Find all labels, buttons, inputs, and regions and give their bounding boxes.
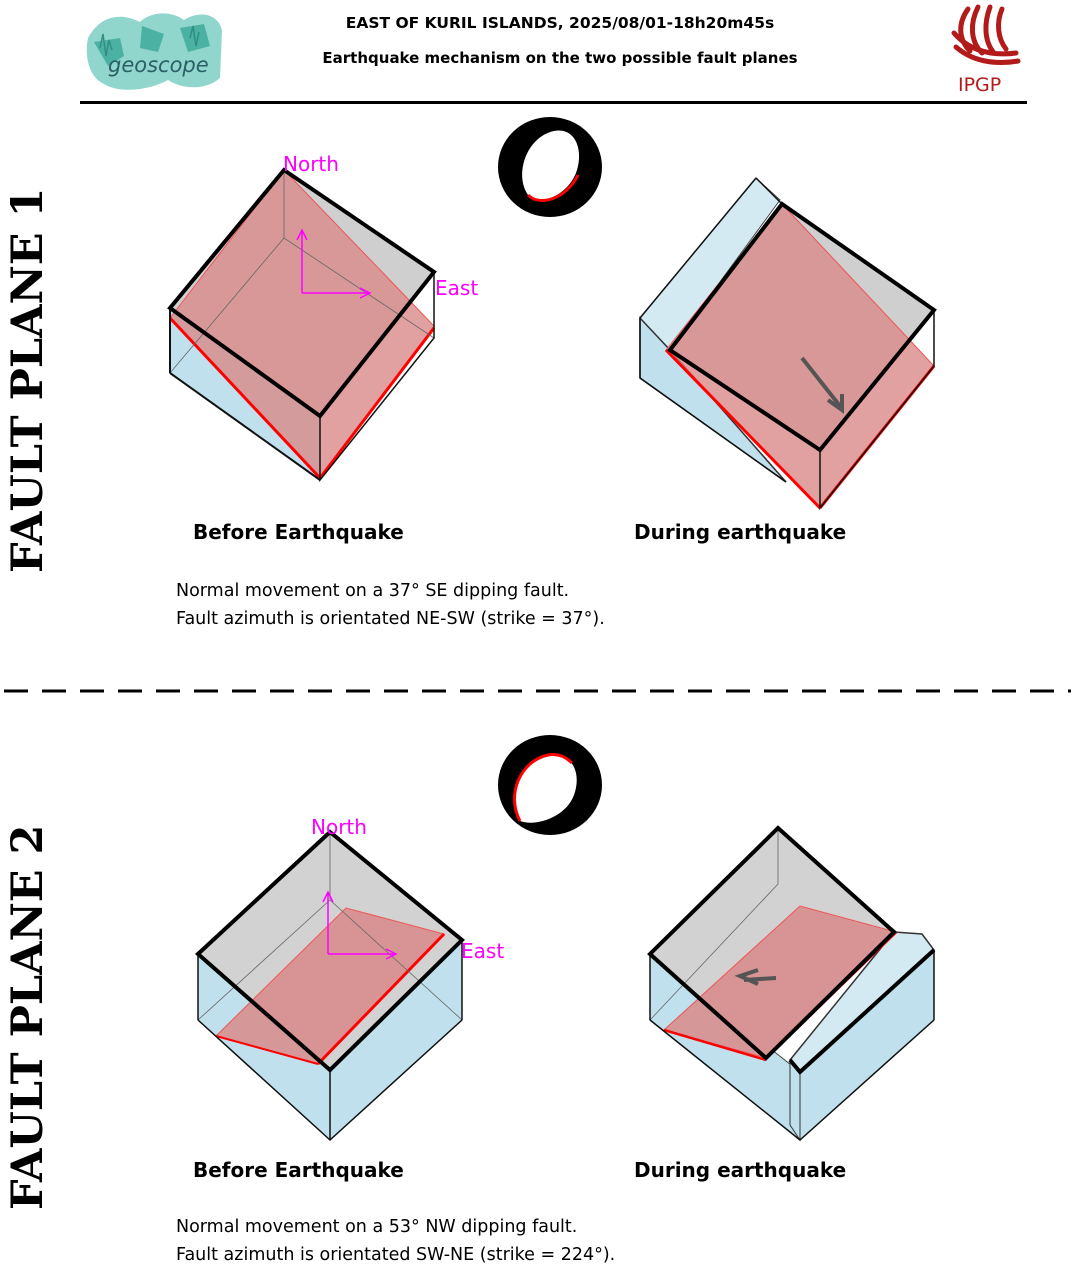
fault-plane-1-label: FAULT PLANE 1 bbox=[3, 187, 53, 573]
during-block-diagram-2 bbox=[647, 825, 936, 1142]
before-block-diagram-2 bbox=[195, 829, 465, 1142]
ipgp-logo-text: IPGP bbox=[958, 74, 1001, 96]
before-caption-2: Before Earthquake bbox=[193, 1158, 404, 1182]
header-divider bbox=[80, 101, 1027, 104]
east-label: East bbox=[435, 276, 479, 300]
beachball-2 bbox=[498, 735, 602, 835]
description-line-1: Normal movement on a 37° SE dipping faul… bbox=[176, 581, 570, 601]
geoscope-logo: geoscope bbox=[80, 8, 230, 96]
north-label: North bbox=[311, 815, 367, 839]
beachball-1 bbox=[498, 117, 602, 217]
during-caption-2: During earthquake bbox=[634, 1158, 847, 1182]
description-line-2: Fault azimuth is orientated NE-SW (strik… bbox=[176, 609, 605, 629]
description-line-2: Fault azimuth is orientated SW-NE (strik… bbox=[176, 1245, 616, 1265]
direction-arrows bbox=[296, 228, 372, 299]
during-caption-1: During earthquake bbox=[634, 520, 847, 544]
fault-trace bbox=[316, 932, 446, 1066]
slip-arrow bbox=[734, 968, 777, 986]
section-separator bbox=[4, 689, 1071, 693]
before-block-diagram-1 bbox=[167, 167, 437, 483]
fault-trace bbox=[318, 327, 436, 479]
before-caption-1: Before Earthquake bbox=[193, 520, 404, 544]
direction-arrows bbox=[322, 890, 398, 960]
during-block-diagram-1 bbox=[639, 177, 937, 511]
fault-trace bbox=[215, 1035, 319, 1065]
fault-plane-2-label: FAULT PLANE 2 bbox=[3, 824, 53, 1210]
east-label: East bbox=[461, 939, 505, 963]
fault-trace bbox=[664, 348, 822, 510]
geoscope-logo-text: geoscope bbox=[108, 53, 209, 77]
page-subtitle: Earthquake mechanism on the two possible… bbox=[322, 49, 798, 67]
ipgp-logo: IPGP bbox=[946, 3, 1026, 98]
fault-trace bbox=[168, 316, 322, 480]
description-line-1: Normal movement on a 53° NW dipping faul… bbox=[176, 1217, 578, 1237]
slip-arrow bbox=[800, 356, 844, 414]
fault-trace bbox=[663, 1028, 767, 1062]
north-label: North bbox=[283, 152, 339, 176]
page-title: EAST OF KURIL ISLANDS, 2025/08/01-18h20m… bbox=[345, 14, 775, 32]
